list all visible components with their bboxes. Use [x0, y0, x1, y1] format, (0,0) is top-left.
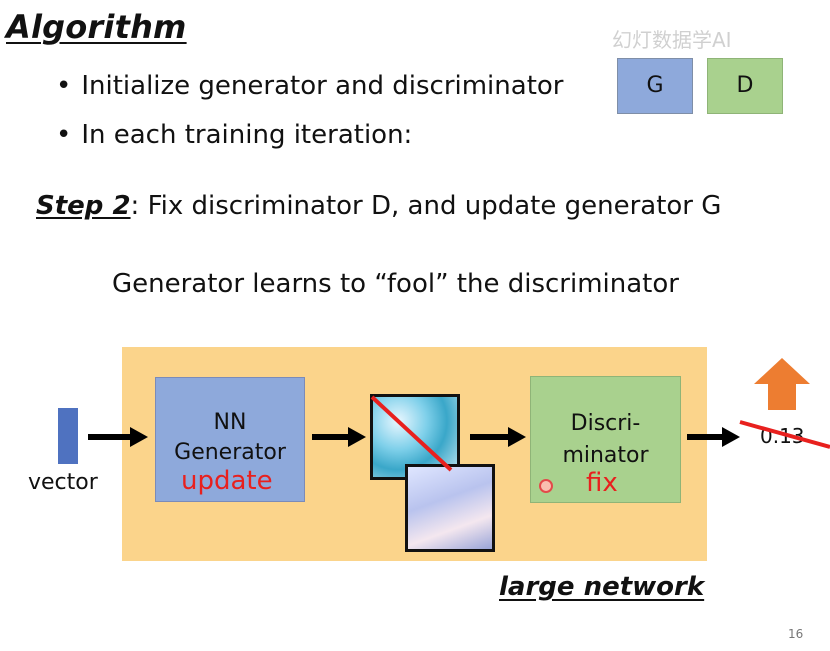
pointer-icon [539, 479, 553, 493]
arrow-up-icon [754, 358, 810, 410]
step-text: : Fix discriminator D, and update genera… [130, 191, 722, 221]
step-label: Step 2 [36, 191, 131, 221]
discriminator-status: fix [586, 468, 618, 498]
input-vector-bar [58, 408, 78, 464]
step-line: Step 2: Fix discriminator D, and update … [36, 190, 721, 222]
discriminator-tag: D [707, 58, 783, 114]
bullet-text-2: In each training iteration: [81, 120, 413, 150]
generated-image-anime [405, 464, 495, 552]
generator-tag: G [617, 58, 693, 114]
bullet-item-2: • In each training iteration: [56, 119, 412, 151]
discriminator-line-2: minator [562, 443, 649, 468]
bullet-dot: • [56, 71, 72, 101]
large-network-label: large network [499, 572, 705, 602]
bullet-item-1: • Initialize generator and discriminator [56, 70, 564, 102]
generator-line-2: Generator [174, 440, 286, 465]
input-vector-label: vector [28, 470, 98, 495]
bullet-text-1: Initialize generator and discriminator [81, 71, 564, 101]
slide-title: Algorithm [6, 8, 187, 46]
generator-line-1: NN [213, 410, 247, 435]
output-score: 0.13 [760, 424, 805, 448]
bullet-dot: • [56, 120, 72, 150]
page-number: 16 [788, 627, 804, 641]
watermark: 幻灯数据学AI [612, 28, 732, 52]
diagram-subtitle: Generator learns to “fool” the discrimin… [112, 269, 679, 299]
discriminator-box: Discri- minator [530, 376, 681, 503]
discriminator-line-1: Discri- [570, 411, 641, 436]
generator-status: update [181, 466, 273, 496]
generator-box: NN Generator [155, 377, 305, 502]
